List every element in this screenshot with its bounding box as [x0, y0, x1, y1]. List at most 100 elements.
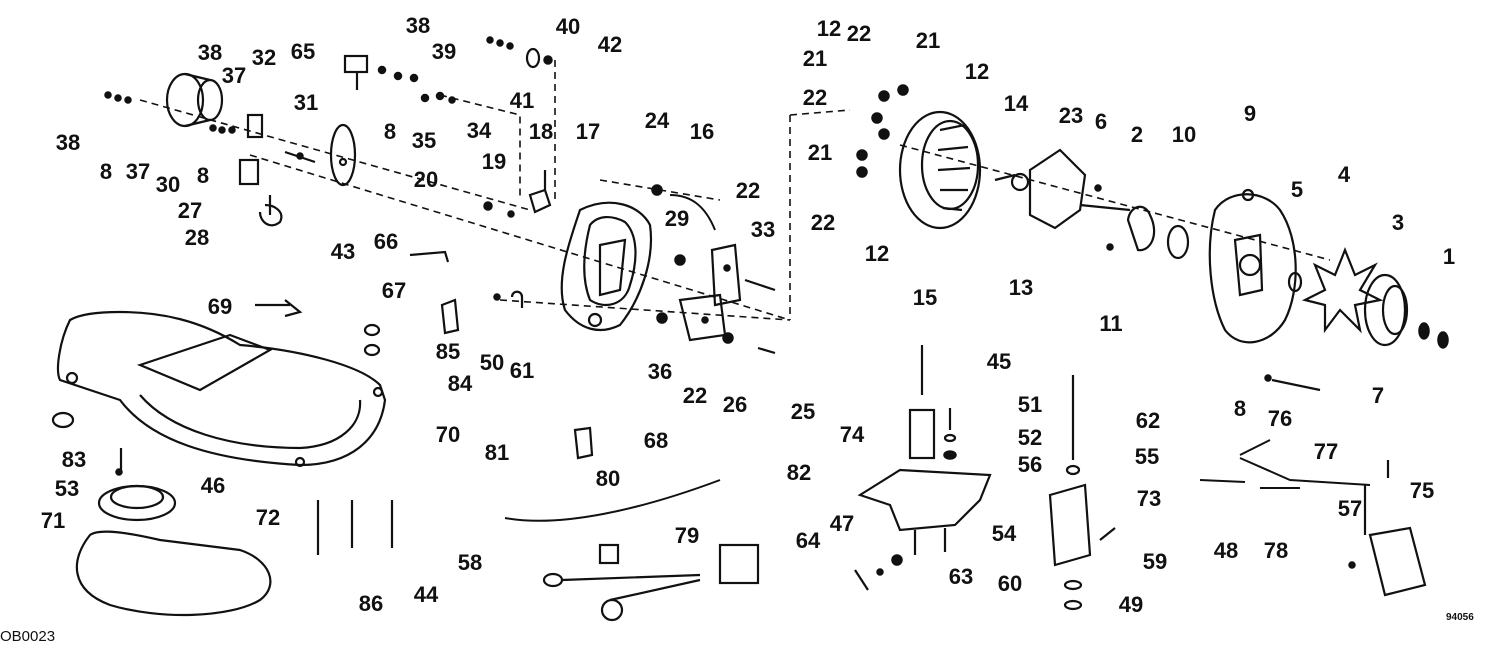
label-81: 81 — [484, 440, 510, 465]
label-78: 78 — [1263, 538, 1289, 563]
label-31: 31 — [293, 90, 319, 115]
assembly-axis-right — [899, 144, 1331, 261]
bracket-54 — [857, 468, 992, 555]
label-33: 33 — [750, 217, 776, 242]
label-38: 38 — [405, 13, 431, 38]
bracket-27 — [238, 158, 283, 227]
key-11 — [1106, 243, 1114, 251]
washer-84 — [363, 343, 381, 357]
screw-50 — [493, 293, 501, 301]
label-79: 79 — [674, 523, 700, 548]
rotor-13 — [994, 148, 1131, 230]
label-74: 74 — [839, 422, 865, 447]
nut-29 — [674, 254, 686, 266]
figure-reference-code: 94056 — [1446, 612, 1474, 623]
label-58: 58 — [457, 550, 483, 575]
label-64: 64 — [795, 528, 821, 553]
label-14: 14 — [1003, 91, 1029, 116]
label-29: 29 — [664, 206, 690, 231]
wire-16 — [669, 194, 716, 231]
bearing-10 — [1166, 224, 1190, 260]
screw-59 — [1099, 527, 1116, 541]
nut-1a — [1418, 322, 1430, 340]
washer-60 — [1063, 579, 1083, 591]
washer-83 — [51, 411, 75, 429]
label-12: 12 — [816, 16, 842, 41]
label-61: 61 — [509, 358, 535, 383]
label-16: 16 — [689, 119, 715, 144]
terminal-32 — [209, 113, 264, 139]
washer-56 — [943, 450, 957, 460]
label-43: 43 — [330, 239, 356, 264]
clip-67 — [440, 298, 460, 335]
label-24: 24 — [644, 108, 670, 133]
clamp-68 — [573, 426, 594, 460]
label-22: 22 — [802, 85, 828, 110]
label-45: 45 — [986, 349, 1012, 374]
spacer-5 — [1287, 271, 1303, 293]
label-17: 17 — [575, 119, 601, 144]
label-48: 48 — [1213, 538, 1239, 563]
nut-26 — [722, 332, 734, 344]
label-51: 51 — [1017, 392, 1043, 417]
belt-71 — [75, 530, 272, 617]
washer-group-34-35 — [420, 91, 456, 104]
label-70: 70 — [435, 422, 461, 447]
washer-group-left — [104, 91, 132, 104]
label-44: 44 — [413, 582, 439, 607]
spacer-74 — [908, 408, 936, 460]
washer-52 — [943, 433, 957, 443]
connector-65 — [343, 54, 419, 90]
label-22: 22 — [682, 383, 708, 408]
label-25: 25 — [790, 399, 816, 424]
label-57: 57 — [1337, 496, 1363, 521]
label-23: 23 — [1058, 103, 1084, 128]
label-19: 19 — [481, 149, 507, 174]
label-22: 22 — [735, 178, 761, 203]
plate-43 — [329, 123, 357, 187]
drive-end-housing-9 — [1208, 188, 1297, 344]
washer-85 — [363, 323, 381, 337]
label-86: 86 — [358, 591, 384, 616]
assembly-axis-bracket — [789, 109, 851, 320]
label-8: 8 — [99, 159, 113, 184]
label-18: 18 — [528, 119, 554, 144]
label-62: 62 — [1135, 408, 1161, 433]
screw-33 — [744, 278, 776, 292]
label-40: 40 — [555, 14, 581, 39]
label-54: 54 — [991, 521, 1017, 546]
label-12: 12 — [864, 241, 890, 266]
label-2: 2 — [1130, 122, 1144, 147]
label-38: 38 — [55, 130, 81, 155]
label-5: 5 — [1290, 177, 1304, 202]
label-53: 53 — [54, 476, 80, 501]
label-34: 34 — [466, 118, 492, 143]
wire-48 — [1199, 479, 1246, 483]
bracket-18 — [528, 170, 552, 214]
label-47: 47 — [829, 511, 855, 536]
label-77: 77 — [1313, 439, 1339, 464]
wire-80 — [504, 479, 721, 522]
harness-79 — [542, 543, 760, 622]
label-27: 27 — [177, 198, 203, 223]
label-21: 21 — [807, 140, 833, 165]
label-8: 8 — [1233, 396, 1247, 421]
label-68: 68 — [643, 428, 669, 453]
pulley-72 — [97, 484, 177, 522]
washer-47 — [876, 568, 884, 576]
washer-group-39-42 — [486, 36, 553, 69]
label-12: 12 — [964, 59, 990, 84]
label-69: 69 — [207, 294, 233, 319]
label-38: 38 — [197, 40, 223, 65]
label-8: 8 — [383, 119, 397, 144]
label-60: 60 — [997, 571, 1023, 596]
label-35: 35 — [411, 128, 437, 153]
label-11: 11 — [1099, 311, 1123, 336]
flywheel-cover-70 — [56, 310, 387, 468]
label-21: 21 — [915, 28, 941, 53]
assembly-axis-lower — [499, 299, 791, 321]
label-82: 82 — [786, 460, 812, 485]
label-3: 3 — [1391, 210, 1405, 235]
label-52: 52 — [1017, 425, 1043, 450]
